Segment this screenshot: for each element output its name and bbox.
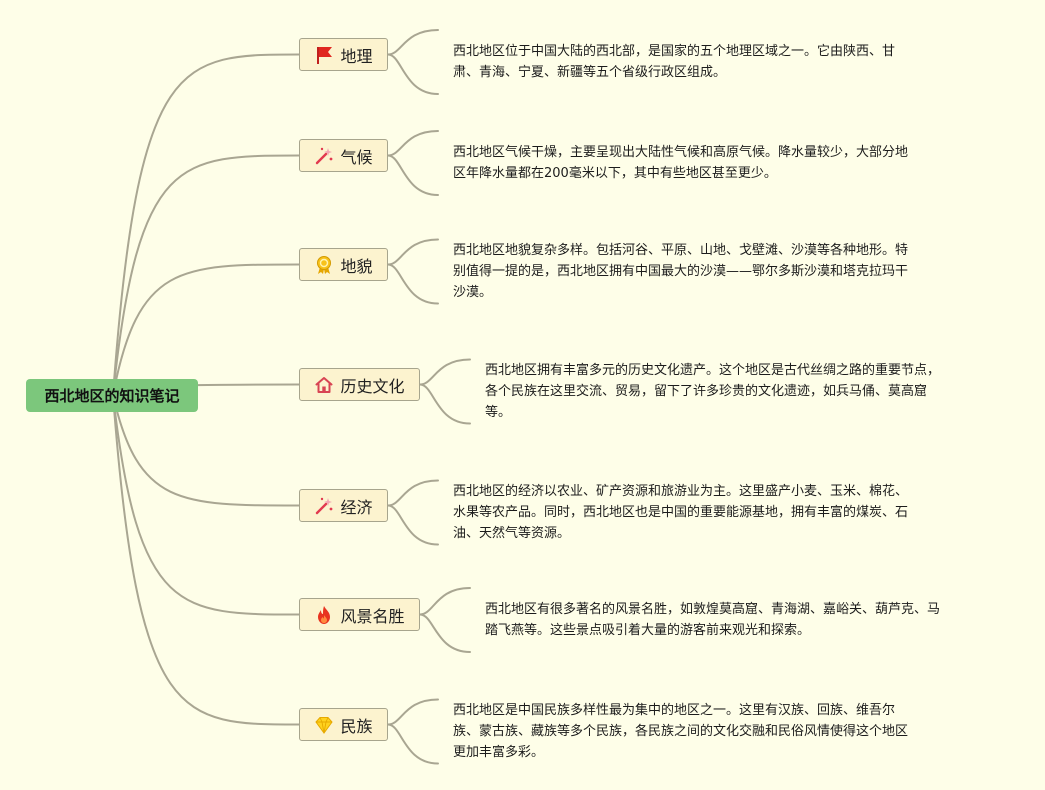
topic-label: 历史文化 (340, 376, 405, 396)
note-line: 沙漠。 (453, 285, 493, 300)
note-line: 西北地区有很多著名的风景名胜，如敦煌莫高窟、青海湖、嘉峪关、葫芦克、马 (485, 602, 941, 617)
topic-note-4: 西北地区拥有丰富多元的历史文化遗产。这个地区是古代丝绸之路的重要节点， 各个民族在… (485, 360, 940, 423)
topic-note-3: 西北地区地貌复杂多样。包括河谷、平原、山地、戈壁滩、沙漠等各种地形。特别值得一提… (453, 240, 908, 303)
root-node[interactable]: 西北地区的知识笔记 (26, 379, 198, 412)
magic-wand-icon (314, 496, 334, 516)
topic-node-5[interactable]: 经济 (299, 489, 388, 522)
note-line: 肃、青海、宁夏、新疆等五个省级行政区组成。 (453, 65, 727, 80)
note-line: 西北地区是中国民族多样性最为集中的地区之一。这里有汉族、回族、维吾尔 (453, 703, 896, 718)
topic-note-7: 西北地区是中国民族多样性最为集中的地区之一。这里有汉族、回族、维吾尔族、蒙古族、… (453, 700, 908, 763)
note-link-top-6 (419, 587, 471, 616)
note-line: 区年降水量都在200毫米以下，其中有些地区甚至更少。 (453, 166, 777, 181)
topic-label: 地貌 (340, 256, 373, 276)
root-link-3 (112, 263, 300, 396)
note-line: 族、蒙古族、藏族等多个民族，各民族之间的文化交融和民俗风情使得这个地区 (453, 724, 909, 739)
topic-note-1: 西北地区位于中国大陆的西北部，是国家的五个地理区域之一。它由陕西、甘肃、青海、宁… (453, 41, 895, 83)
topic-label: 风景名胜 (340, 606, 405, 626)
topic-note-6: 西北地区有很多著名的风景名胜，如敦煌莫高窟、青海湖、嘉峪关、葫芦克、马踏飞燕等。… (485, 599, 940, 641)
note-link-bottom-6 (419, 613, 471, 653)
topic-node-3[interactable]: 地貌 (299, 248, 388, 281)
note-link-bottom-7 (387, 723, 439, 765)
note-link-top-5 (387, 479, 439, 507)
note-line: 水果等农产品。同时，西北地区也是中国的重要能源基地，拥有丰富的煤炭、石 (453, 505, 909, 520)
topic-node-4[interactable]: 历史文化 (299, 368, 420, 401)
note-line: 西北地区地貌复杂多样。包括河谷、平原、山地、戈壁滩、沙漠等各种地形。特 (453, 243, 909, 258)
gold-medal-icon (314, 255, 334, 275)
topic-label: 气候 (340, 147, 373, 167)
note-line: 西北地区拥有丰富多元的历史文化遗产。这个地区是古代丝绸之路的重要节点， (485, 363, 941, 378)
note-link-bottom-3 (387, 263, 439, 305)
note-line: 别值得一提的是，西北地区拥有中国最大的沙漠——鄂尔多斯沙漠和塔克拉玛干 (453, 264, 909, 279)
root-link-5 (112, 394, 300, 507)
topic-label: 民族 (340, 716, 373, 736)
root-link-7 (112, 394, 300, 726)
magic-wand-icon (314, 146, 334, 166)
diamond-icon (314, 715, 334, 735)
red-flag-icon (314, 45, 334, 65)
note-line: 更加丰富多彩。 (453, 745, 545, 760)
note-line: 各个民族在这里交流、贸易，留下了许多珍贵的文化遗迹，如兵马俑、莫高窟 (485, 384, 928, 399)
note-link-bottom-1 (387, 53, 439, 95)
note-link-top-7 (387, 698, 439, 726)
topic-note-2: 西北地区气候干燥，主要呈现出大陆性气候和高原气候。降水量较少，大部分地区年降水量… (453, 142, 908, 184)
root-link-1 (112, 53, 300, 396)
fire-icon (314, 605, 334, 625)
note-link-top-4 (419, 358, 471, 386)
topic-node-1[interactable]: 地理 (299, 38, 388, 71)
root-link-2 (112, 154, 300, 396)
note-line: 踏飞燕等。这些景点吸引着大量的游客前来观光和探索。 (485, 623, 811, 638)
topic-node-7[interactable]: 民族 (299, 708, 388, 741)
note-line: 等。 (485, 405, 512, 420)
note-link-bottom-5 (387, 504, 439, 546)
topic-note-5: 西北地区的经济以农业、矿产资源和旅游业为主。这里盛产小麦、玉米、棉花、水果等农产… (453, 481, 908, 544)
topic-label: 经济 (340, 497, 373, 517)
note-line: 油、天然气等资源。 (453, 526, 571, 541)
note-line: 西北地区气候干燥，主要呈现出大陆性气候和高原气候。降水量较少，大部分地 (453, 145, 909, 160)
topic-label: 地理 (340, 46, 373, 66)
topic-node-2[interactable]: 气候 (299, 139, 388, 172)
note-link-top-3 (387, 238, 439, 266)
root-link-6 (112, 394, 300, 616)
note-line: 西北地区位于中国大陆的西北部，是国家的五个地理区域之一。它由陕西、甘 (453, 44, 896, 59)
note-link-top-1 (387, 29, 439, 56)
note-link-bottom-2 (387, 154, 439, 196)
note-link-top-2 (387, 130, 439, 157)
topic-node-6[interactable]: 风景名胜 (299, 598, 420, 631)
house-icon (314, 375, 334, 395)
note-link-bottom-4 (419, 383, 471, 425)
note-line: 西北地区的经济以农业、矿产资源和旅游业为主。这里盛产小麦、玉米、棉花、 (453, 484, 909, 499)
